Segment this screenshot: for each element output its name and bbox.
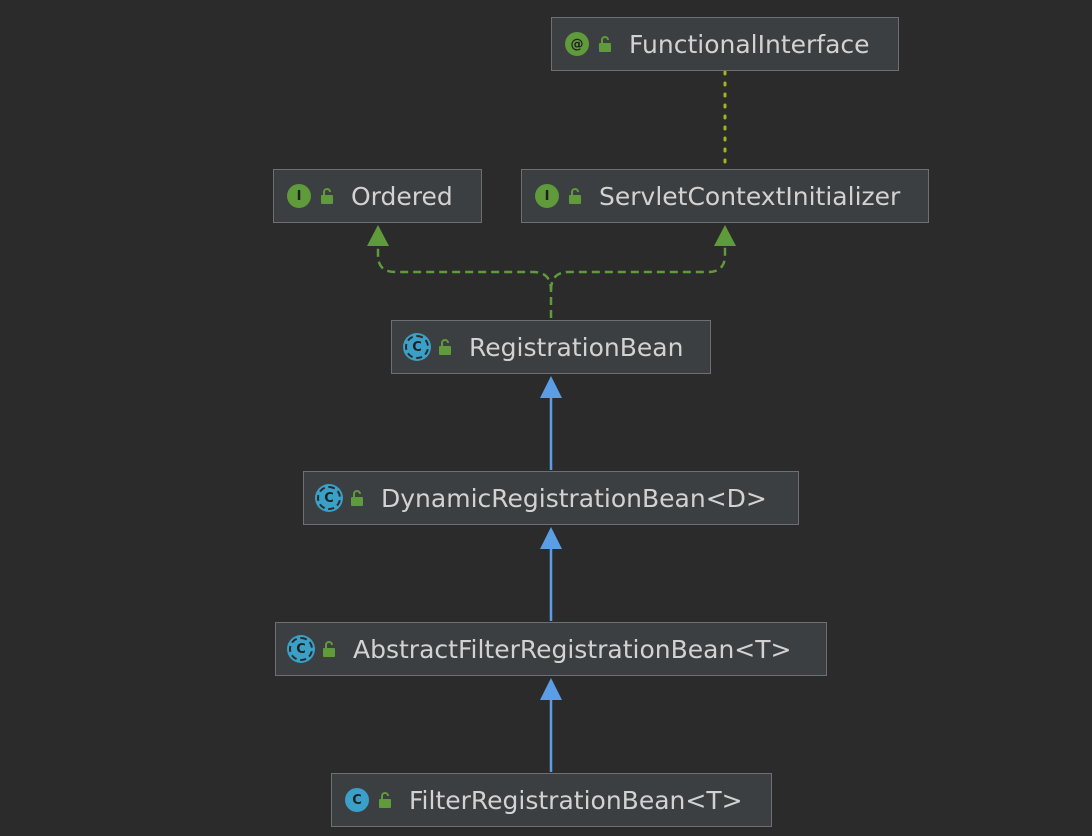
- edge-registrationbean-ordered: [376, 240, 553, 318]
- class-icon: C: [345, 788, 369, 812]
- unlock-icon: [439, 339, 451, 355]
- arrowhead-servletcontextinitializer: [714, 225, 736, 246]
- unlock-icon: [323, 641, 335, 657]
- node-label: FunctionalInterface: [629, 29, 870, 59]
- unlock-icon: [321, 188, 333, 204]
- arrowhead-registrationbean: [540, 376, 562, 398]
- interface-icon: I: [287, 184, 311, 208]
- unlock-icon: [351, 490, 363, 506]
- node-label: AbstractFilterRegistrationBean<T>: [353, 634, 792, 664]
- unlock-icon: [379, 792, 391, 808]
- abstract-class-icon: C: [405, 335, 429, 359]
- node-label: ServletContextInitializer: [599, 181, 901, 211]
- arrowhead-ordered: [367, 225, 389, 246]
- abstract-class-icon: C: [317, 486, 341, 510]
- arrowhead-abstractfilterregistrationbean: [540, 678, 562, 700]
- abstract-class-icon: C: [289, 637, 313, 661]
- node-abstract-filter-registration-bean[interactable]: C AbstractFilterRegistrationBean<T>: [275, 622, 827, 676]
- unlock-icon: [599, 36, 611, 52]
- unlock-icon: [569, 188, 581, 204]
- interface-icon: I: [535, 184, 559, 208]
- node-label: Ordered: [351, 181, 453, 211]
- node-filter-registration-bean[interactable]: C FilterRegistrationBean<T>: [331, 773, 772, 827]
- node-servlet-context-initializer[interactable]: I ServletContextInitializer: [521, 169, 929, 223]
- annotation-icon: @: [565, 32, 589, 56]
- node-label: DynamicRegistrationBean<D>: [381, 483, 767, 513]
- node-ordered[interactable]: I Ordered: [273, 169, 482, 223]
- arrowhead-dynamicregistrationbean: [540, 527, 562, 549]
- edge-registrationbean-servletcontextinitializer: [549, 240, 727, 291]
- node-label: RegistrationBean: [469, 332, 684, 362]
- node-functional-interface[interactable]: @ FunctionalInterface: [551, 17, 899, 71]
- node-label: FilterRegistrationBean<T>: [409, 785, 743, 815]
- node-registration-bean[interactable]: C RegistrationBean: [391, 320, 711, 374]
- node-dynamic-registration-bean[interactable]: C DynamicRegistrationBean<D>: [303, 471, 799, 525]
